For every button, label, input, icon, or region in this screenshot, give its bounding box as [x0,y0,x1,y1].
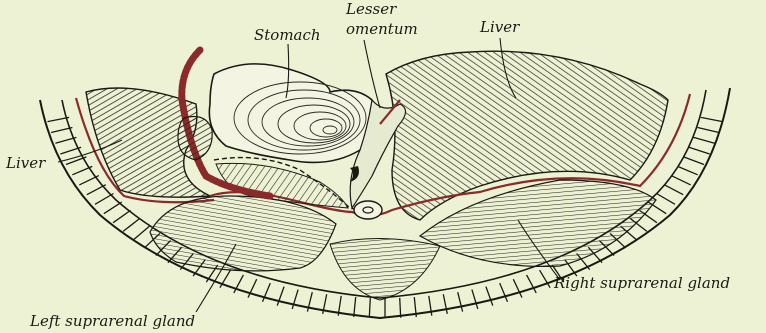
body-wall-tick [72,166,92,174]
body-wall-tick [95,194,114,205]
body-wall-tick [694,137,715,143]
label-left-suprarenal-gland: Left suprarenal gland [29,312,195,330]
body-wall-tick [443,294,447,314]
body-wall-tick [698,128,719,133]
body-wall-tick [678,166,698,174]
label-right-suprarenal-gland: Right suprarenal gland [553,274,730,292]
body-wall-tick [486,287,493,306]
label-stomach: Stomach [254,26,321,44]
body-wall-tick [458,292,463,311]
body-wall-tick [472,290,478,309]
label-lesser-omentum-line1: Lesser [345,0,397,18]
spleen [178,117,212,161]
body-wall-tick [657,194,676,205]
label-liver-left: Liver [5,154,46,172]
body-wall-tick [113,210,130,222]
body-wall-tick [51,128,72,133]
body-wall-tick [400,298,401,318]
vertebral-region [330,238,440,300]
body-wall-tick [354,297,356,317]
body-wall-tick [104,202,122,214]
label-liver-right: Liver [479,18,520,36]
body-wall-tick [66,157,86,165]
body-wall-tick [79,176,99,185]
body-wall-tick [684,157,704,165]
body-wall-tick [369,298,370,318]
body-wall-tick [55,137,76,143]
left-suprarenal-gland [150,196,336,271]
body-wall-tick [123,218,140,231]
body-wall-tick [689,147,710,154]
label-lesser-omentum-line2: omentum [346,20,418,38]
stomach [209,64,373,163]
body-wall-tick [664,185,683,195]
body-wall-tick [60,147,81,154]
body-wall-tick [48,117,70,121]
vessel [354,201,382,219]
body-wall-tick [87,185,106,195]
body-wall-tick [500,283,508,302]
body-wall-tick [671,176,691,185]
body-wall-tick [701,117,723,121]
body-wall-tick [513,279,522,297]
body-wall-tick [134,226,150,240]
